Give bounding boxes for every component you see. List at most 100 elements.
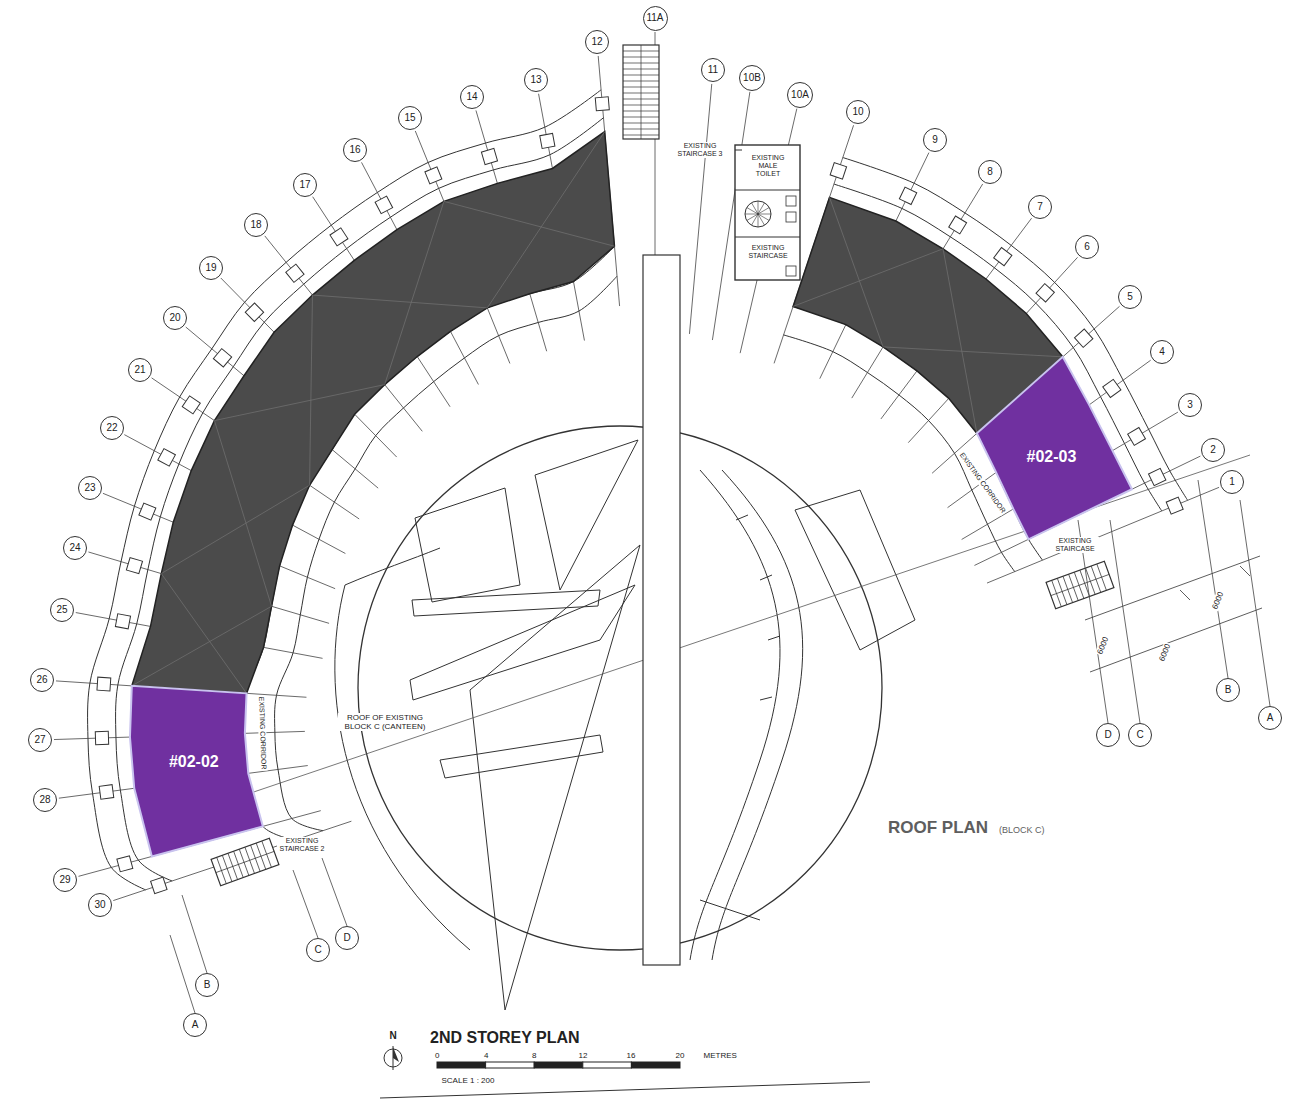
grid-bubble: 24 (63, 536, 87, 560)
room-label: EXISTING STAIRCASE (1051, 537, 1099, 553)
column-square (286, 264, 304, 282)
dimension-line (1085, 556, 1260, 620)
grid-bubble: 19 (199, 256, 223, 280)
scale-bar (437, 1062, 680, 1068)
grid-bubble: 11A (643, 6, 668, 31)
dimension-text: 6000 (1157, 641, 1173, 663)
grid-line (1240, 500, 1270, 706)
scale-number: 20 (675, 1051, 686, 1060)
grid-bubble: 21 (128, 358, 152, 382)
void-cross (829, 197, 883, 347)
column-square (1103, 379, 1121, 397)
grid-line (182, 895, 207, 973)
grid-bubble: B (1216, 678, 1240, 702)
void-cross (487, 132, 604, 308)
grid-bubble: A (183, 1013, 207, 1037)
dimension-line (1090, 608, 1262, 672)
scale-number: 16 (626, 1051, 637, 1060)
dimension-text: 6000 (1210, 589, 1226, 611)
column-square (481, 148, 497, 164)
dimension-line (1180, 590, 1190, 600)
grid-bubble: 10B (739, 65, 765, 91)
column-square (182, 396, 200, 414)
grid-bubble: 12 (585, 30, 609, 54)
roof-feature (470, 545, 640, 1010)
scale-number: 4 (483, 1051, 489, 1060)
column-square (126, 558, 142, 574)
grid-bubble: 28 (33, 788, 57, 812)
unit-number: #02-03 (1026, 447, 1076, 466)
staircase-symbol (211, 838, 279, 886)
void-cross (385, 201, 444, 384)
column-square (151, 877, 167, 893)
column-square (830, 163, 846, 179)
column-square (139, 503, 156, 520)
roof-curve (736, 515, 780, 700)
void-cross (132, 606, 272, 686)
grid-line (689, 84, 711, 334)
void-cross (214, 385, 384, 421)
scale-label: SCALE 1 : 200 (441, 1076, 496, 1085)
grid-bubble: 6 (1075, 235, 1099, 259)
grid-bubble: 1 (1220, 470, 1244, 494)
void-cross (310, 295, 313, 485)
column-square (115, 614, 130, 629)
column-square (1166, 497, 1183, 514)
plan-title: ROOF PLAN (887, 818, 989, 838)
column-square (1128, 428, 1146, 446)
void-cross (312, 295, 487, 308)
grid-bubble: C (306, 938, 330, 962)
grid-bubble: 30 (88, 893, 112, 917)
column-square (213, 349, 231, 367)
column-square (117, 856, 133, 872)
grid-bubble: 29 (53, 868, 77, 892)
grid-bubble: 17 (293, 173, 317, 197)
void-cross (883, 347, 1063, 357)
void-bands (132, 132, 1063, 694)
grid-bubble: 11 (701, 58, 725, 82)
column-square (949, 216, 967, 234)
grid-bubble: 7 (1028, 195, 1052, 219)
void-cross (161, 574, 246, 694)
north-label: N (389, 1030, 398, 1042)
column-square (540, 133, 555, 148)
unit-block: #02-03 (974, 354, 1134, 542)
column-square (899, 187, 916, 204)
void-cross (943, 249, 977, 434)
grid-bubble: 18 (244, 213, 268, 237)
roof-feature (795, 490, 915, 650)
unit-shape (127, 683, 265, 859)
room-label: EXISTING MALE TOILET (746, 154, 790, 178)
column-square (375, 196, 393, 214)
grid-bubble: 16 (343, 138, 367, 162)
grid-bubble: 8 (978, 160, 1002, 184)
grid-bubble: 4 (1150, 340, 1174, 364)
column-square (97, 677, 111, 691)
area-label: ROOF OF EXISTING BLOCK C (CANTEEN) (338, 713, 432, 731)
void-cross (444, 201, 615, 246)
grid-lines (54, 32, 1219, 901)
unit-shape (974, 354, 1134, 542)
unit-number: #02-02 (169, 752, 219, 771)
grid-bubble: 22 (100, 416, 124, 440)
grid-line (1110, 520, 1140, 723)
grid-bubble: 27 (28, 728, 52, 752)
column-square (1149, 468, 1166, 485)
grid-bubble: B (195, 973, 219, 997)
grid-bubble: D (335, 926, 359, 950)
grid-bubble: 10 (846, 100, 870, 124)
dimension-text: 6000 (1095, 634, 1111, 656)
roof-feature (535, 440, 638, 590)
roof-feature (410, 585, 635, 700)
north-arrow (384, 1046, 402, 1070)
column-square (245, 303, 263, 321)
column-square (1075, 329, 1093, 347)
void-cross (793, 249, 943, 307)
grid-bubble: 9 (923, 128, 947, 152)
void-band (132, 132, 615, 694)
roof-curve (712, 470, 803, 960)
roof-curve (700, 900, 760, 920)
room-label: EXISTING STAIRCASE 2 (277, 837, 327, 853)
scale-number: 12 (578, 1051, 589, 1060)
